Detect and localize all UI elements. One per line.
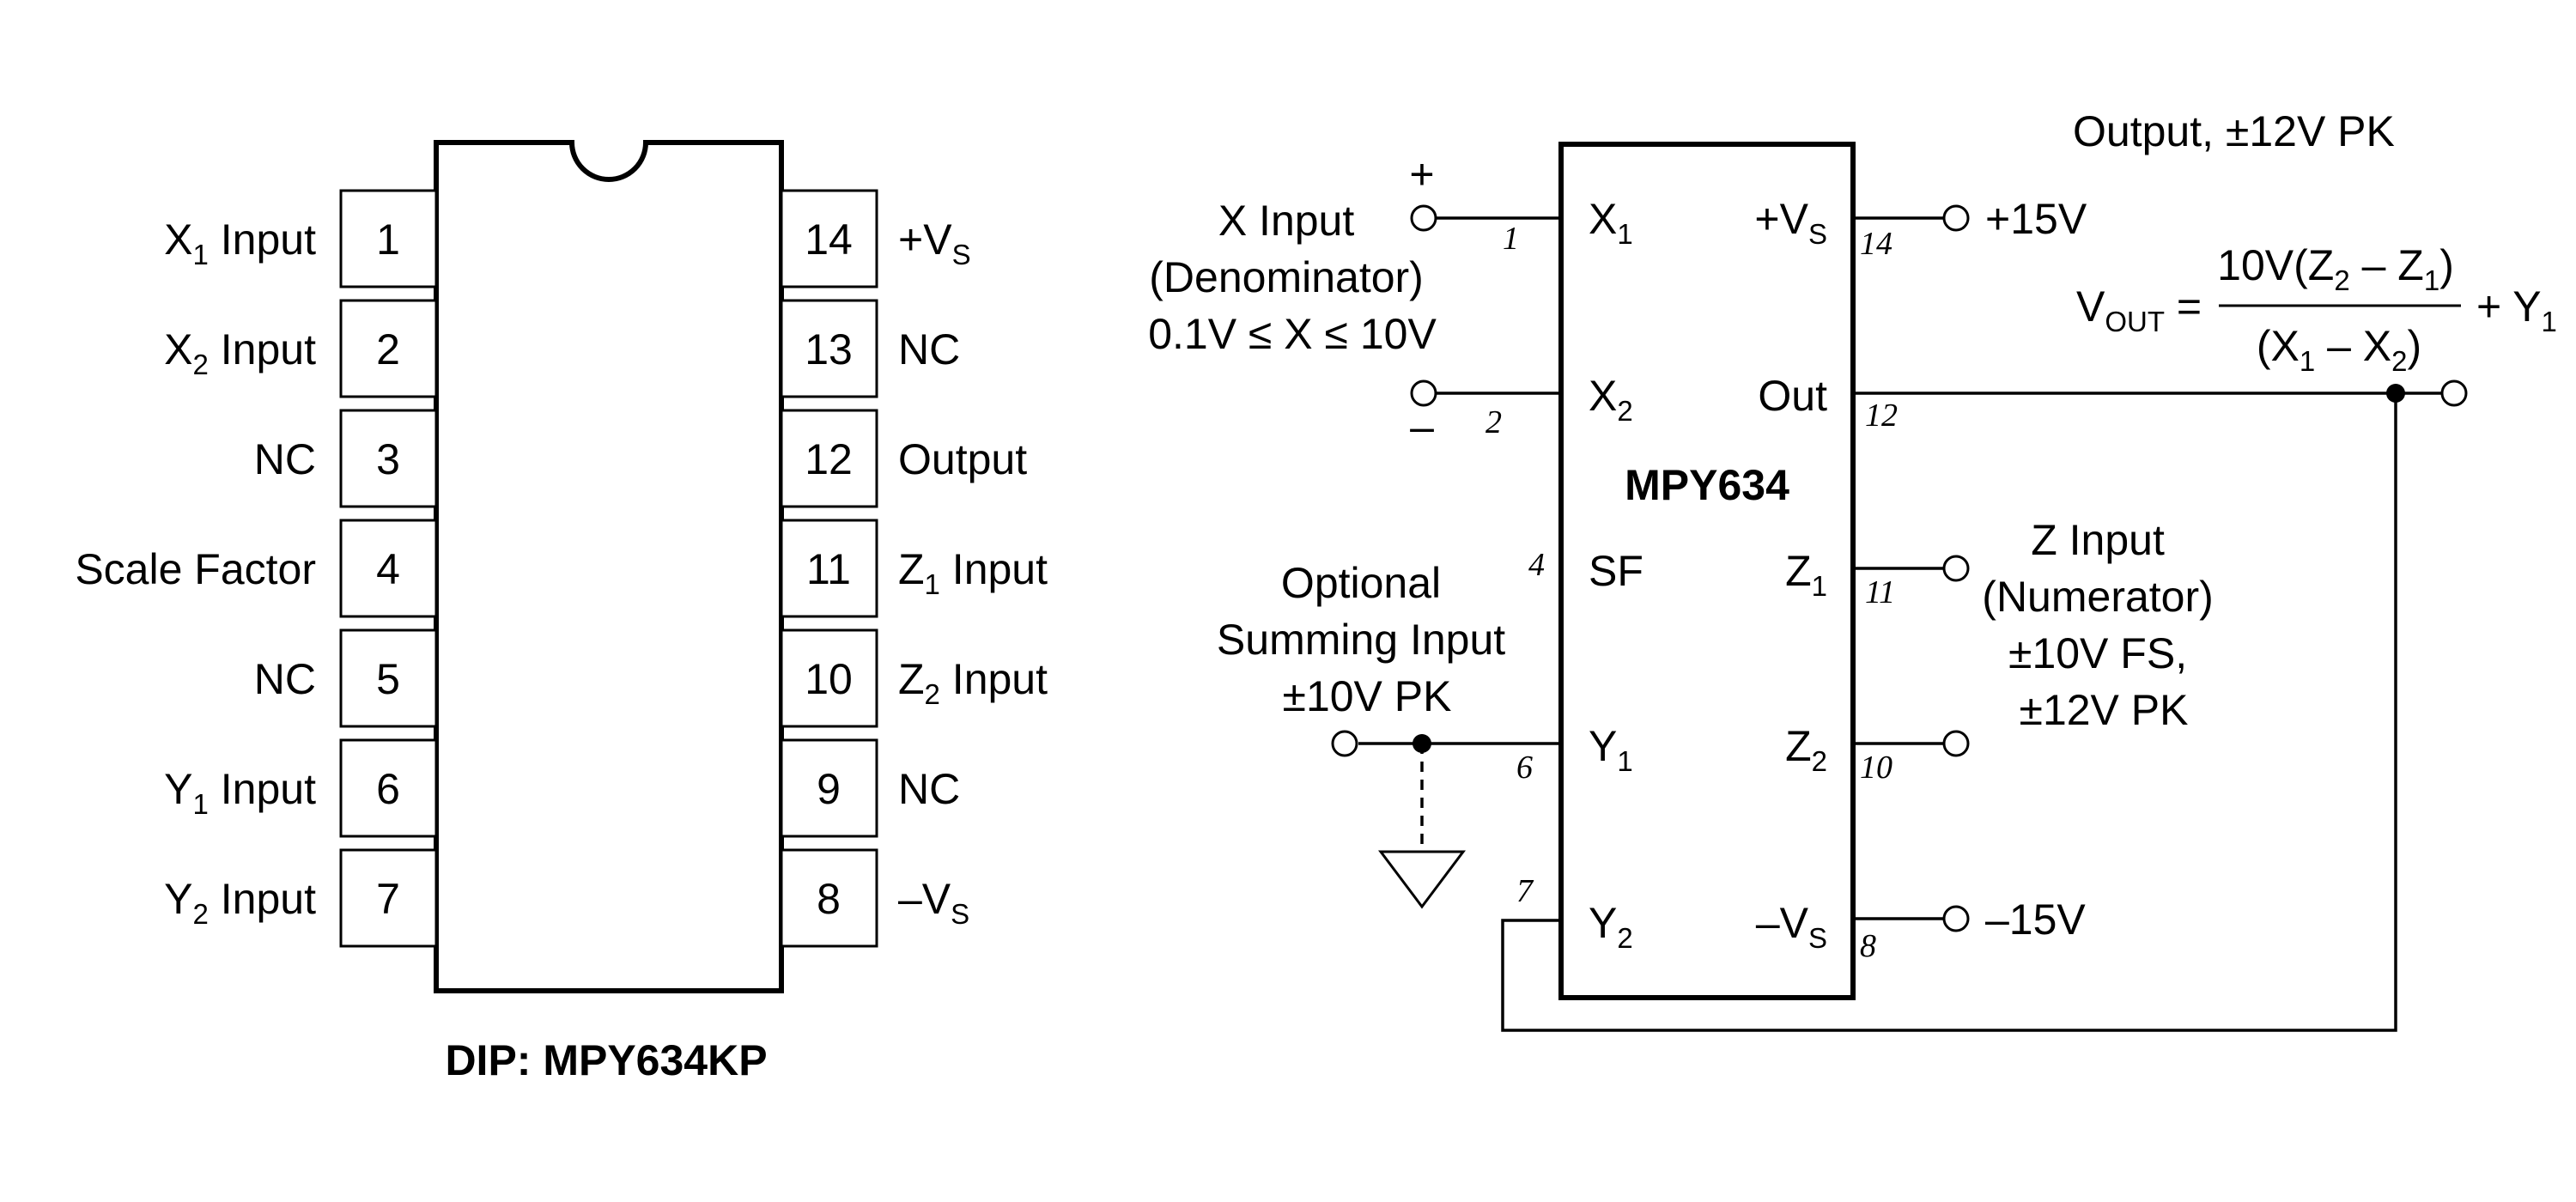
- dip-pin-4: 4 Scale Factor: [75, 519, 438, 618]
- chip-pin-z2-label: Z2: [1785, 722, 1827, 777]
- chip-pin-vs-pos-label: +VS: [1754, 195, 1827, 250]
- ground-symbol: [1378, 850, 1466, 909]
- dip-pin-3: 3 NC: [254, 409, 438, 508]
- dip-pin-number: 13: [805, 325, 853, 373]
- dip-pin-number: 8: [817, 875, 841, 923]
- terminal-x1: [1410, 204, 1437, 232]
- z-input-label: Z Input (Numerator) ±10V FS, ±12V PK: [1982, 516, 2225, 734]
- chip-pin-x2-label: X2: [1589, 372, 1633, 427]
- x-input-minus: –: [1410, 403, 1434, 451]
- chip-pin-z1-label: Z1: [1785, 547, 1827, 602]
- pin-number-8: 8: [1860, 928, 1876, 964]
- dip-pin-6: 6 Y1 Input: [164, 738, 438, 838]
- dip-pin-number: 3: [376, 435, 400, 483]
- dip-pin-label: X2 Input: [164, 325, 316, 380]
- dip-body: [434, 140, 784, 993]
- dip-pin-5: 5 NC: [254, 628, 438, 728]
- terminal-summing: [1331, 730, 1358, 757]
- supply-pos-label: +15V: [1985, 195, 2087, 243]
- chip-body: [1558, 142, 1856, 1000]
- dip-pin-number: 11: [806, 545, 851, 593]
- dip-pin-number: 12: [805, 435, 853, 483]
- dip-pin-2: 2 X2 Input: [164, 299, 438, 398]
- dip-pin-number: 5: [376, 655, 400, 703]
- chip-pin-y2-label: Y2: [1589, 899, 1633, 954]
- pin-number-6: 6: [1516, 750, 1533, 786]
- dip-pin-14: 14 +VS: [780, 189, 971, 288]
- chip-pin-vs-neg-label: –VS: [1756, 899, 1827, 954]
- pin-number-1: 1: [1503, 221, 1519, 257]
- dip-pin-label: NC: [898, 765, 960, 813]
- dip-pin-label: Output: [898, 435, 1027, 483]
- dip-pin-number: 4: [376, 545, 400, 593]
- chip-pin-sf-label: SF: [1589, 547, 1643, 595]
- dip-pin-label: NC: [254, 655, 316, 703]
- dip-pin-9: 9 NC: [780, 738, 960, 838]
- dip-pin-label: Y1 Input: [164, 765, 316, 820]
- chip-pin-y1-label: Y1: [1589, 722, 1633, 777]
- pin-number-2: 2: [1485, 404, 1502, 440]
- chip-pin-out-label: Out: [1758, 372, 1827, 420]
- formula-tail: + Y1: [2476, 282, 2557, 337]
- dip-pin-number: 6: [376, 765, 400, 813]
- x-input-plus: +: [1409, 150, 1434, 198]
- dip-pin-label: Scale Factor: [75, 545, 316, 593]
- terminal-vs-pos: [1942, 204, 1970, 232]
- x-input-label: X Input (Denominator) 0.1V ≤ X ≤ 10V: [1148, 197, 1437, 358]
- pin-number-11: 11: [1865, 574, 1895, 610]
- dip-pin-label: +VS: [898, 216, 971, 270]
- formula-lhs: VOUT =: [2076, 282, 2202, 337]
- pin-number-14: 14: [1860, 226, 1893, 262]
- dip-left-pins: 1 X1 Input 2 X2 Input 3 NC 4 Scale Facto…: [75, 189, 438, 948]
- terminal-output: [2440, 379, 2468, 407]
- chip-name: MPY634: [1625, 461, 1789, 509]
- dip-pin-label: Z2 Input: [898, 655, 1048, 710]
- pin-number-12: 12: [1865, 398, 1898, 434]
- pin-number-7: 7: [1516, 873, 1534, 909]
- terminal-z1: [1942, 555, 1970, 582]
- dip-pin-number: 9: [817, 765, 841, 813]
- dip-pin-number: 7: [376, 875, 400, 923]
- wires: [1358, 216, 2442, 1032]
- dip-pin-label: NC: [898, 325, 960, 373]
- dip-package: 1 X1 Input 2 X2 Input 3 NC 4 Scale Facto…: [75, 140, 1048, 1084]
- schematic: MPY634 X1 X2 SF Y1 Y2 +VS Out Z1 Z2 –VS …: [1148, 107, 2557, 1032]
- dip-pin-11: 11 Z1 Input: [780, 519, 1048, 618]
- summing-input-label: Optional Summing Input ±10V PK: [1217, 559, 1517, 720]
- dip-pin-number: 2: [376, 325, 400, 373]
- dip-pin-number: 14: [805, 216, 853, 264]
- dip-pin-label: NC: [254, 435, 316, 483]
- dip-pin-8: 8 –VS: [780, 848, 969, 948]
- pin-number-10: 10: [1860, 750, 1893, 786]
- dip-pin-10: 10 Z2 Input: [780, 628, 1048, 728]
- dip-pin-number: 1: [376, 216, 400, 264]
- terminal-vs-neg: [1942, 905, 1970, 932]
- junction-dot-summing: [1413, 734, 1431, 753]
- dip-pin-7: 7 Y2 Input: [164, 848, 438, 948]
- dip-pin-label: –VS: [898, 875, 969, 930]
- output-label: Output, ±12V PK: [2073, 107, 2395, 155]
- dip-pin-label: Z1 Input: [898, 545, 1048, 600]
- dip-pin-number: 10: [805, 655, 853, 703]
- dip-pin-12: 12 Output: [780, 409, 1027, 508]
- dip-pin-13: 13 NC: [780, 299, 960, 398]
- output-formula: VOUT = 10V(Z2 – Z1) (X1 – X2) + Y1: [2076, 241, 2557, 377]
- terminal-z2: [1942, 730, 1970, 757]
- supply-neg-label: –15V: [1985, 895, 2086, 944]
- dip-pin-1: 1 X1 Input: [164, 189, 438, 288]
- dip-title: DIP: MPY634KP: [445, 1036, 767, 1084]
- wire-feedback-y2: [1501, 393, 2397, 1032]
- pin-number-4: 4: [1528, 547, 1545, 583]
- junction-dot-output: [2386, 384, 2405, 403]
- chip-pin-x1-label: X1: [1589, 195, 1633, 250]
- formula-numerator: 10V(Z2 – Z1): [2217, 241, 2454, 296]
- dip-pin-label: X1 Input: [164, 216, 316, 270]
- dip-pin-label: Y2 Input: [164, 875, 316, 930]
- dip-right-pins: 14 +VS 13 NC 12 Output 11 Z1 Input 10: [780, 189, 1048, 948]
- terminal-x2: [1410, 379, 1437, 407]
- formula-denominator: (X1 – X2): [2257, 322, 2421, 377]
